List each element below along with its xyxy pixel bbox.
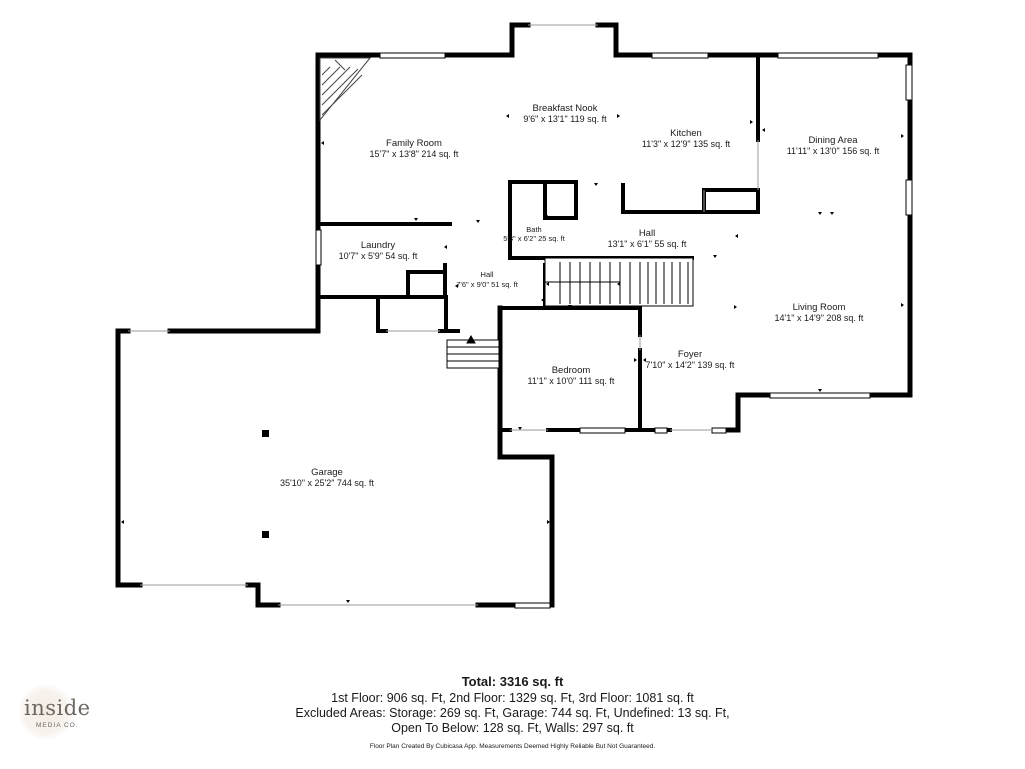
room-dims-bath: 5'3" x 6'2" 25 sq. ft — [503, 234, 565, 243]
floor-breakdown: 1st Floor: 906 sq. Ft, 2nd Floor: 1329 s… — [331, 691, 694, 705]
windows — [315, 52, 913, 609]
room-dims-laundry: 10'7" x 5'9" 54 sq. ft — [339, 251, 418, 261]
logo-subtitle: MEDIA CO. — [36, 722, 79, 729]
room-label-hall-lower: Hall — [481, 270, 494, 279]
openings — [128, 24, 759, 606]
room-dims-dining-area: 11'11" x 13'0" 156 sq. ft — [787, 146, 880, 156]
total-area: Total: 3316 sq. ft — [461, 674, 564, 689]
room-dims-garage: 35'10" x 25'2" 744 sq. ft — [280, 478, 374, 488]
room-label-bath: Bath — [526, 225, 541, 234]
room-label-foyer: Foyer — [678, 349, 702, 360]
room-label-family-room: Family Room — [386, 138, 442, 149]
garage-columns — [262, 430, 269, 538]
excluded-areas-continued: Open To Below: 128 sq. Ft, Walls: 297 sq… — [391, 721, 634, 735]
logo-wordmark: inside — [24, 696, 91, 720]
room-dims-living-room: 14'1" x 14'9" 208 sq. ft — [775, 313, 864, 323]
inside-media-logo: inside MEDIA CO. — [14, 682, 90, 742]
garage-steps — [446, 334, 500, 369]
excluded-areas: Excluded Areas: Storage: 269 sq. Ft, Gar… — [295, 706, 730, 720]
door-markers — [121, 114, 904, 603]
room-label-breakfast-nook: Breakfast Nook — [533, 103, 598, 114]
staircase — [544, 257, 694, 307]
room-label-dining-area: Dining Area — [808, 135, 858, 146]
room-label-living-room: Living Room — [793, 302, 846, 313]
room-dims-hall-lower: 7'6" x 9'0" 51 sq. ft — [456, 280, 518, 289]
fireplace — [319, 57, 372, 122]
room-label-garage: Garage — [311, 467, 343, 478]
room-dims-hall-upper: 13'1" x 6'1" 55 sq. ft — [608, 239, 687, 249]
room-label-hall-upper: Hall — [639, 228, 655, 239]
room-dims-foyer: 7'10" x 14'2" 139 sq. ft — [646, 360, 735, 370]
room-label-bedroom: Bedroom — [552, 365, 591, 376]
room-dims-kitchen: 11'3" x 12'9" 135 sq. ft — [642, 139, 731, 149]
room-dims-family-room: 15'7" x 13'8" 214 sq. ft — [370, 149, 459, 159]
room-labels: Family Room 15'7" x 13'8" 214 sq. ft Bre… — [280, 103, 880, 488]
logo-circle — [18, 684, 74, 740]
room-dims-breakfast-nook: 9'6" x 13'1" 119 sq. ft — [523, 114, 607, 124]
room-label-kitchen: Kitchen — [670, 128, 702, 139]
room-label-laundry: Laundry — [361, 240, 396, 251]
credit-line: Floor Plan Created By Cubicasa App. Meas… — [369, 743, 656, 750]
room-dims-bedroom: 11'1" x 10'0" 111 sq. ft — [528, 376, 615, 386]
